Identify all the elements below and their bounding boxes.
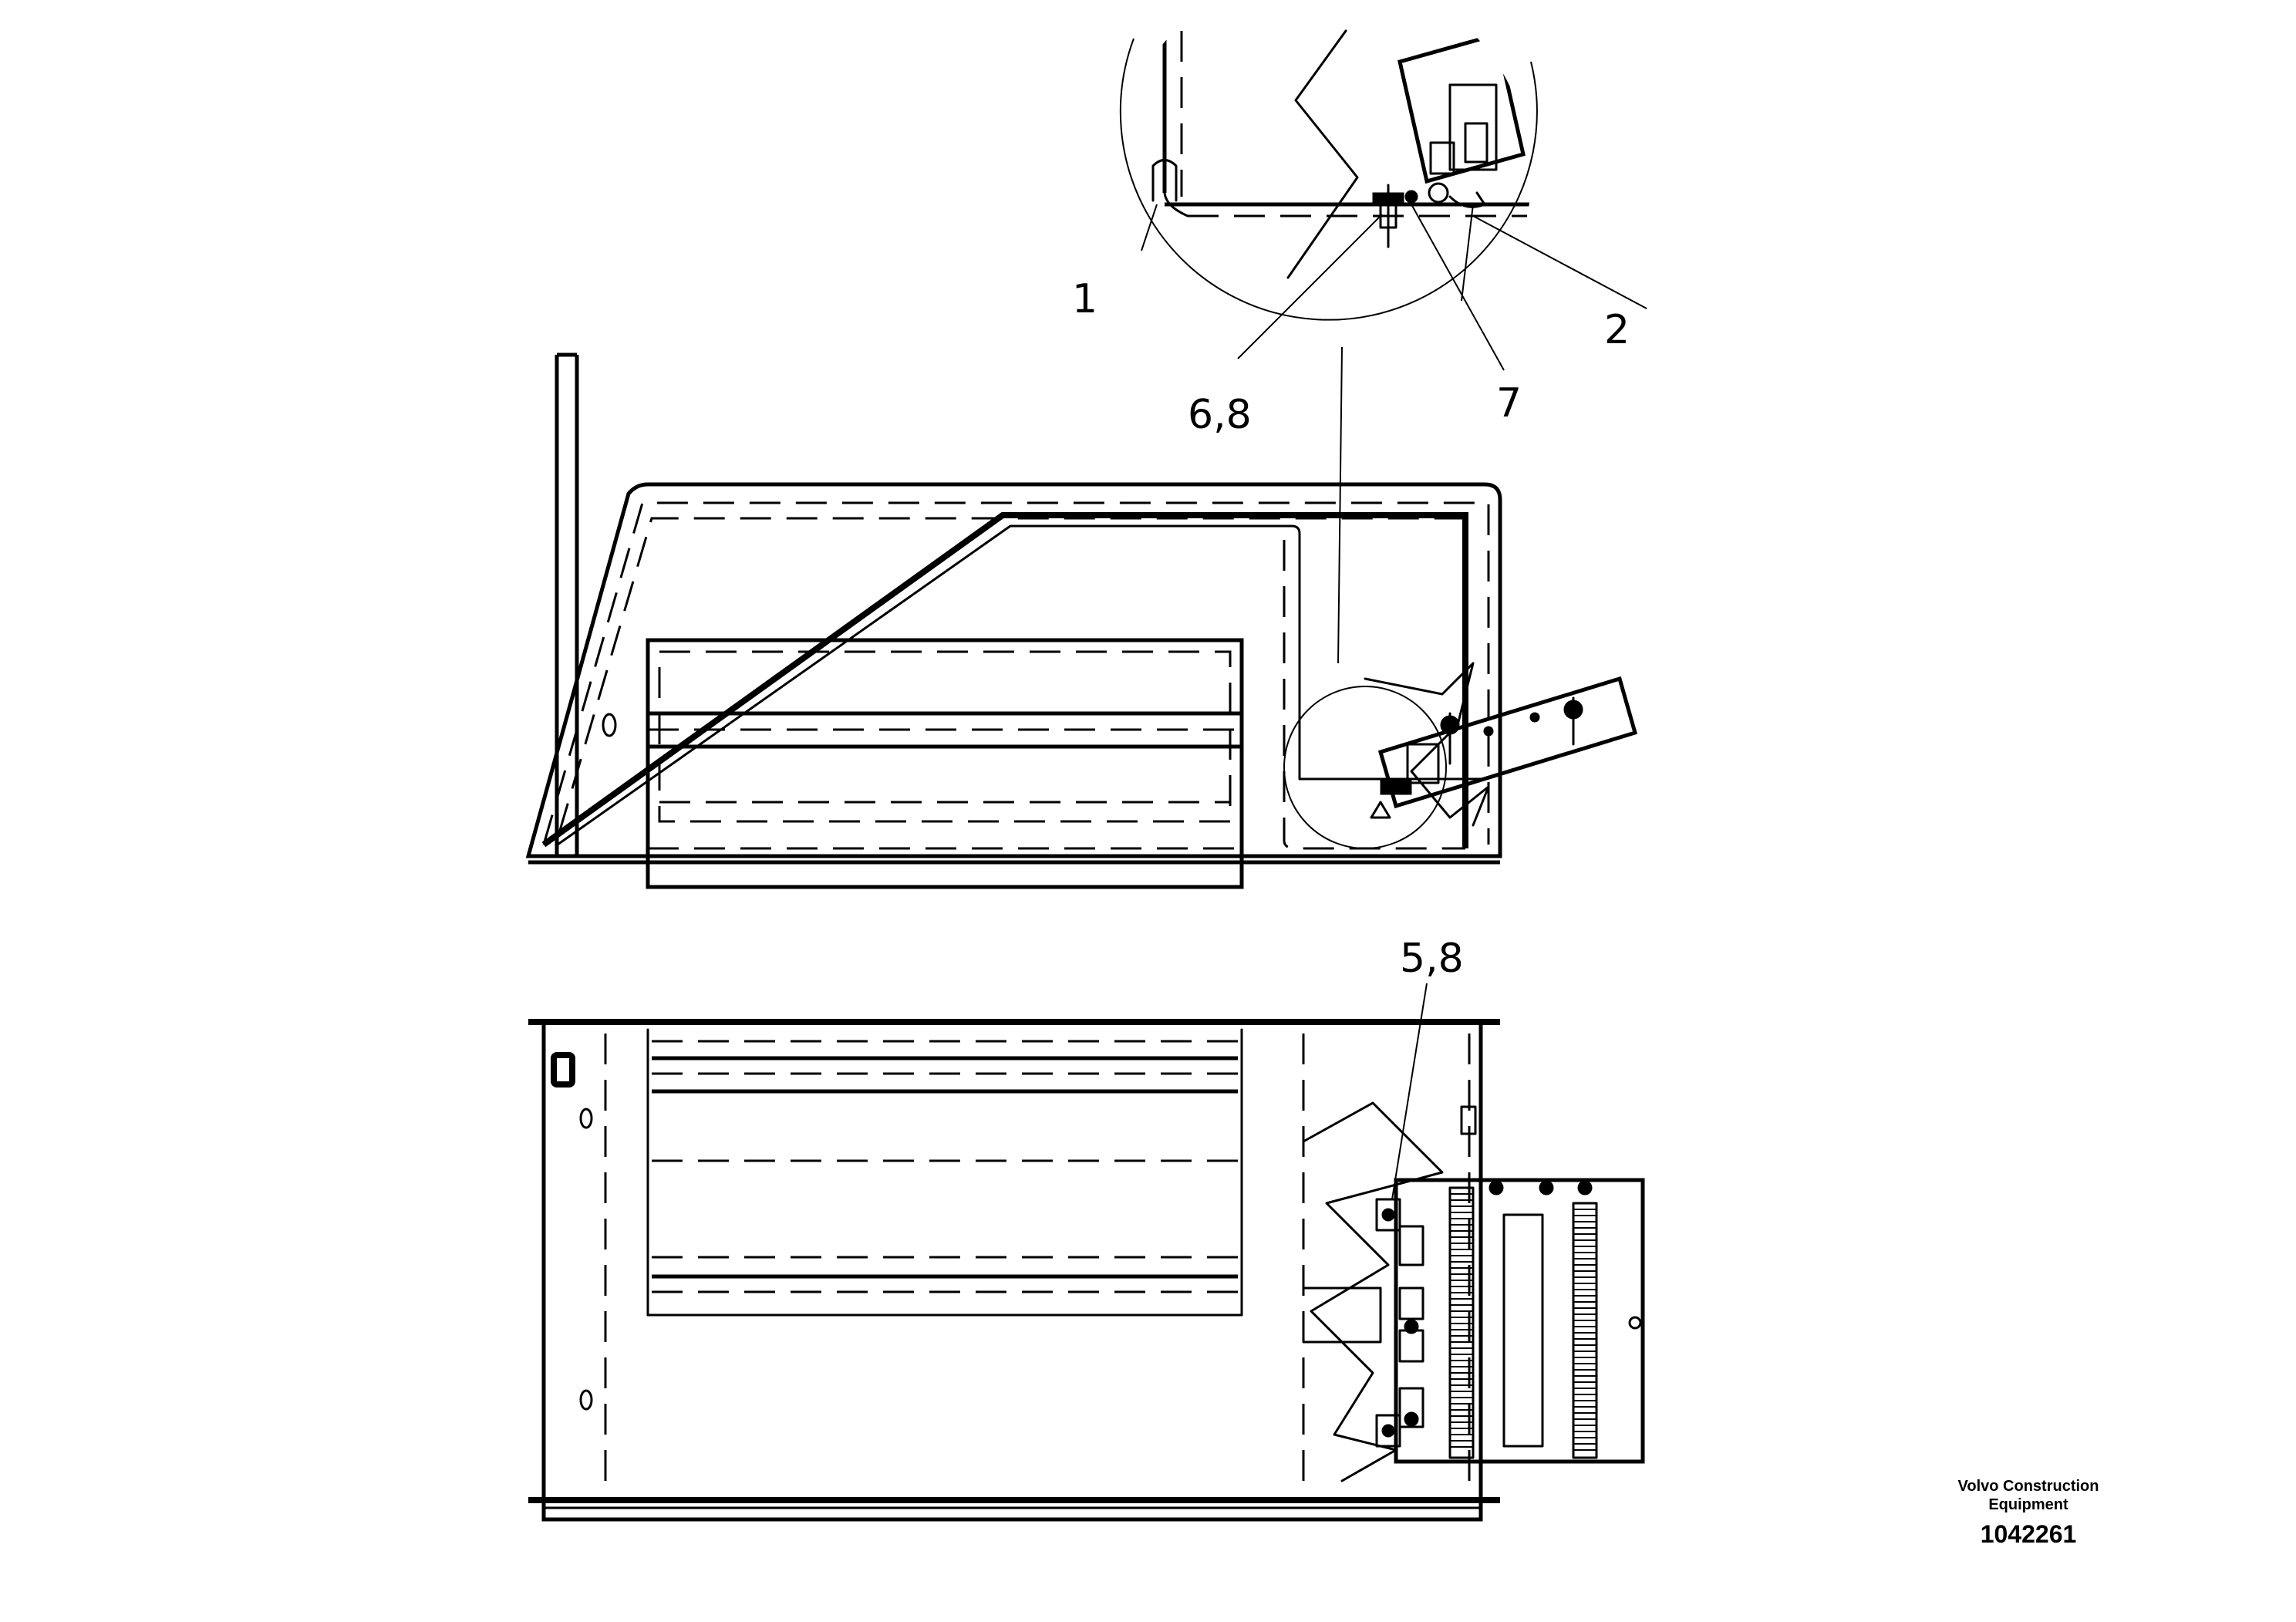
caption-company-line1: Volvo Construction xyxy=(1958,1478,2099,1495)
callout-6-8: 6,8 xyxy=(1188,392,1252,438)
detail-view xyxy=(1119,29,1647,664)
callout-2: 2 xyxy=(1604,307,1630,353)
callout-7: 7 xyxy=(1496,380,1522,427)
caption-drawing-number: 1042261 xyxy=(1981,1520,2077,1548)
callout-5-8: 5,8 xyxy=(1400,936,1464,982)
drawing-caption: Volvo Construction Equipment 1042261 xyxy=(1958,1478,2099,1548)
top-view xyxy=(528,983,1645,1522)
side-view xyxy=(525,352,1638,889)
callout-1: 1 xyxy=(1072,276,1097,322)
caption-company-line2: Equipment xyxy=(1988,1496,2068,1513)
